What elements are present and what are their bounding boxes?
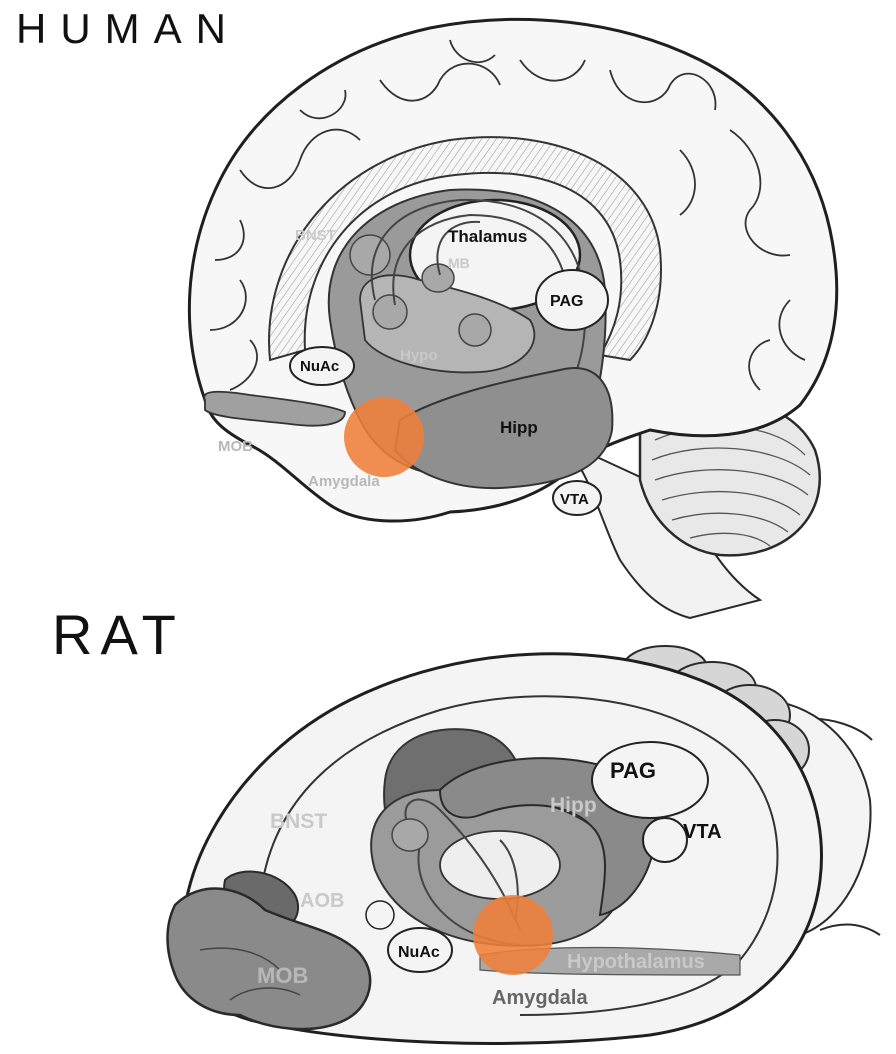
human-fornix-fibers [370, 198, 587, 421]
rat-nuac-shape [387, 927, 453, 973]
rat-label-pag: PAG [610, 758, 656, 783]
rat-label-hipp: Hipp [550, 794, 597, 817]
rat-pag-shape [591, 741, 709, 819]
human-hypothalamus-shape [359, 274, 536, 374]
human-label-bnst: BNST [295, 227, 336, 244]
human-label-hipp: Hipp [500, 418, 538, 437]
human-nuac-shape [289, 346, 355, 386]
human-label-vta: VTA [560, 491, 589, 508]
human-corpus-callosum [268, 136, 662, 362]
rat-label-hypothalamus: Hypothalamus [567, 951, 705, 973]
human-label-pag: PAG [550, 293, 583, 310]
human-vta-shape [552, 480, 602, 516]
human-hippocampus-shape [393, 367, 614, 490]
human-label-mob: MOB [218, 438, 253, 455]
human-gyri [209, 39, 806, 391]
human-mob-shape [203, 390, 346, 427]
human-brain: BNST Thalamus MB PAG Hypo NuAc Hipp MOB … [187, 17, 839, 620]
human-bnst-shape [349, 234, 391, 276]
human-mammillary-2 [458, 313, 492, 347]
rat-olfactory-bulbs [166, 887, 372, 1031]
rat-label-mob: MOB [257, 963, 308, 988]
rat-label-nuac: NuAc [398, 944, 440, 961]
rat-brain: PAG Hipp BNST VTA AOB NuAc Hypothalamus … [166, 645, 881, 1045]
rat-small-nucleus [365, 900, 395, 930]
human-pag-shape [535, 269, 609, 331]
rat-cortex-outline [259, 695, 779, 1016]
rat-label-aob: AOB [300, 890, 344, 912]
human-label-hypo: Hypo [400, 347, 438, 364]
human-amygdala-highlight [344, 397, 424, 477]
human-mammillary-1 [372, 294, 408, 330]
human-label-mb: MB [448, 255, 470, 271]
rat-label-amygdala: Amygdala [492, 987, 588, 1009]
rat-label-bnst: BNST [270, 810, 327, 833]
human-title: HUMAN [16, 5, 240, 52]
rat-amygdala-highlight [473, 895, 553, 975]
rat-bnst-blob [391, 818, 429, 852]
human-label-amygdala: Amygdala [308, 473, 380, 490]
rat-olfactory-lobe-line [199, 947, 301, 1001]
rat-vta-shape [642, 817, 688, 863]
rat-label-vta: VTA [683, 821, 722, 843]
rat-title: RAT [52, 603, 184, 666]
human-label-thalamus: Thalamus [448, 227, 527, 246]
human-label-nuac: NuAc [300, 358, 339, 375]
